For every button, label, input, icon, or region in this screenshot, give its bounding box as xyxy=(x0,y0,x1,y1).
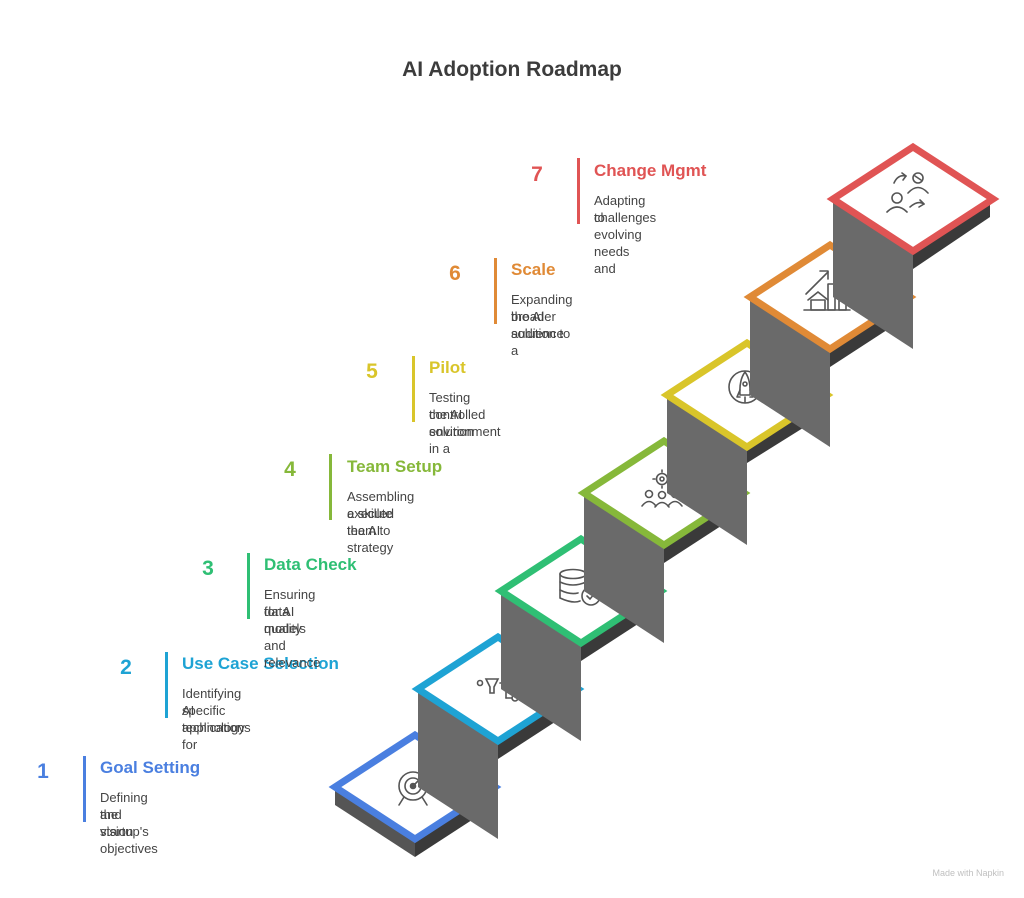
step-2-desc-line-1: Identifying specific applications for xyxy=(182,686,251,752)
step-6-accent-bar xyxy=(494,258,497,324)
step-6-desc-line-2: broader audience xyxy=(511,309,564,341)
step-7-top xyxy=(826,142,1000,256)
step-4-number: 4 xyxy=(284,458,296,481)
step-2-desc-line-2: AI technology xyxy=(182,703,245,735)
step-4-desc-line-2: execute the AI strategy xyxy=(347,506,394,555)
step-4-accent-bar xyxy=(329,454,332,520)
step-6-title: Scale xyxy=(511,260,556,279)
step-3-desc-line-1: Ensuring data quality and relevance xyxy=(264,587,321,670)
step-5-desc-line-2: controlled environment xyxy=(429,407,501,439)
growth-chart-icon xyxy=(803,270,851,311)
step-3-desc-line-2: for AI models xyxy=(264,604,306,636)
step-7-block xyxy=(826,142,1000,349)
step-6-desc-line-1: Expanding the AI solution to a xyxy=(511,292,573,358)
step-2-number: 2 xyxy=(120,656,132,679)
step-3-number: 3 xyxy=(202,557,214,580)
step-1-accent-bar xyxy=(83,756,86,822)
step-5-accent-bar xyxy=(412,356,415,422)
step-1-title: Goal Setting xyxy=(100,758,201,777)
people-exchange-icon xyxy=(886,172,929,213)
step-4-title: Team Setup xyxy=(347,457,443,476)
diagram-title: AI Adoption Roadmap xyxy=(402,58,622,81)
step-3-accent-bar xyxy=(247,553,250,619)
step-5-number: 5 xyxy=(366,360,378,383)
step-2-accent-bar xyxy=(165,652,168,718)
step-5-desc-line-1: Testing the AI solution in a xyxy=(429,390,474,456)
step-7-desc-line-1: Adapting to evolving needs and xyxy=(594,193,646,276)
step-1-desc-line-1: Defining the startup's objectives xyxy=(100,790,158,856)
step-7-number: 7 xyxy=(531,163,543,186)
step-7-title: Change Mgmt xyxy=(594,161,707,180)
step-4-desc-line-1: Assembling a skilled team to xyxy=(347,489,415,538)
step-5-title: Pilot xyxy=(429,358,466,377)
step-2-title: Use Case Selection xyxy=(182,654,339,673)
watermark: Made with Napkin xyxy=(932,868,1004,878)
step-7-accent-bar xyxy=(577,158,580,224)
step-6-number: 6 xyxy=(449,262,461,285)
step-3-title: Data Check xyxy=(264,555,357,574)
step-1-number: 1 xyxy=(37,760,49,783)
step-7-desc-line-2: challenges xyxy=(594,210,657,225)
step-1-desc-line-2: and vision xyxy=(100,807,134,839)
